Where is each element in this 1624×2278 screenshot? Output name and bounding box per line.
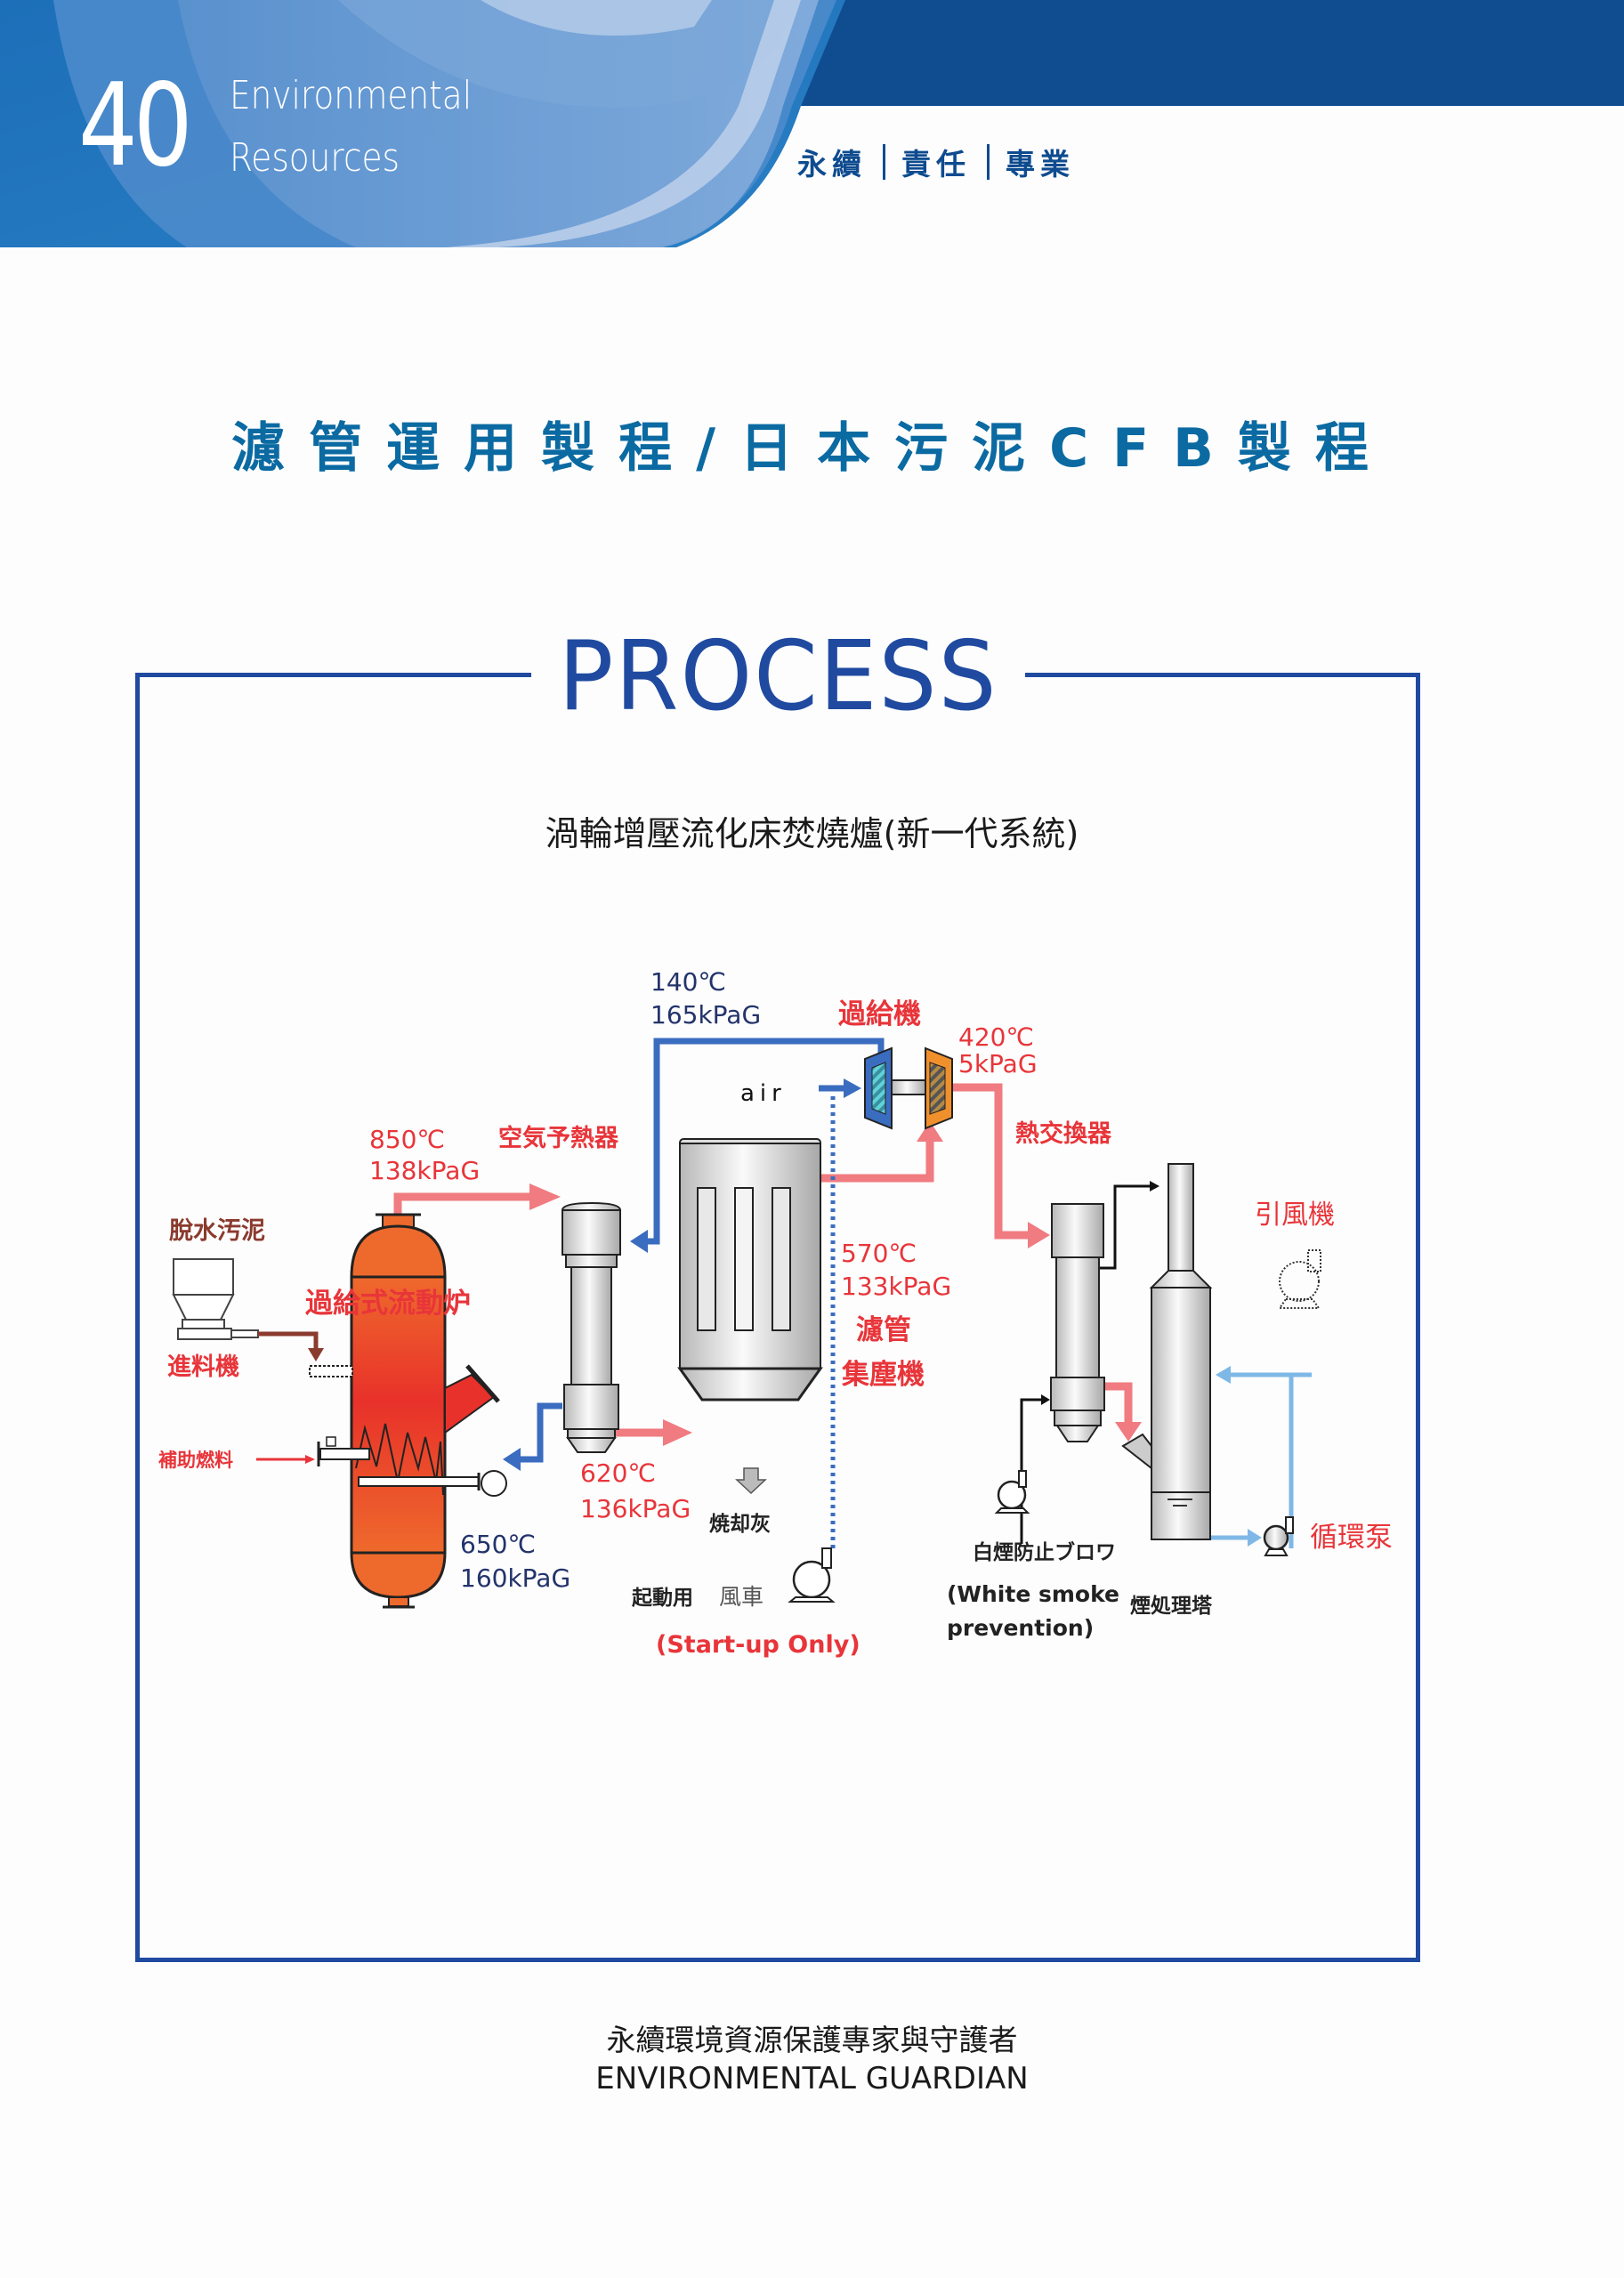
- flow-compressor-to-preheater: [630, 1038, 885, 1253]
- label-circulation-pump: 循環泵: [1310, 1522, 1393, 1554]
- flow-circulation-water: [1210, 1366, 1312, 1548]
- flow-air-inlet: [819, 1078, 861, 1098]
- filter-tube-collector: [677, 1138, 823, 1495]
- label-white-smoke-en-2: prevention): [947, 1615, 1094, 1641]
- slogan-responsibility: 責任: [901, 147, 971, 182]
- aux-fuel-arrow: [256, 1455, 315, 1464]
- cond-furnace-out-temp: 850℃: [369, 1125, 445, 1154]
- flow-filter-to-turbine: [820, 1121, 943, 1183]
- header-dark-band: [774, 0, 1624, 106]
- label-filter-collector-2: 集塵機: [841, 1359, 925, 1391]
- label-ash: 焼却灰: [709, 1512, 771, 1536]
- label-air-preheater: 空気予熱器: [498, 1124, 619, 1152]
- ash-down-arrow-icon: [735, 1467, 767, 1495]
- cond-furnace-out-press: 138kPaG: [369, 1156, 480, 1185]
- cond-filter-out-temp: 570℃: [841, 1239, 917, 1268]
- label-white-smoke-en-1: (White smoke: [947, 1581, 1119, 1607]
- cond-filter-out-press: 133kPaG: [841, 1272, 951, 1301]
- label-white-smoke-blower: 白煙防止ブロワ: [973, 1540, 1116, 1564]
- sludge-feeder: [172, 1258, 324, 1361]
- footer-tagline-cn: 永續環境資源保護專家與守護者: [606, 2023, 1018, 2057]
- circulation-pump-icon: [1263, 1516, 1294, 1556]
- process-flow-diagram: 脫水汚泥 進料機 補助燃料 過給式流動炉 空気予熱器 過給機 air 熱交換器 …: [158, 967, 1393, 1659]
- white-smoke-blower-icon: [994, 1470, 1030, 1514]
- process-frame: [135, 675, 1420, 1962]
- label-aux-fuel: 補助燃料: [158, 1450, 233, 1471]
- cond-turbine-out-temp: 420℃: [958, 1022, 1034, 1052]
- label-filter-collector-1: 濾管: [856, 1314, 911, 1346]
- slogan-professional: 專業: [1006, 147, 1075, 182]
- cond-preheater-air-temp: 140℃: [650, 967, 726, 997]
- header-wave-graphic: [0, 0, 1624, 247]
- page-header: 40 Environmental Resources 永續 責任 專業: [0, 0, 1624, 249]
- flow-heat-exchanger-to-scrubber: [1095, 1382, 1142, 1442]
- air-preheater: [561, 1201, 622, 1453]
- heat-exchanger: [1050, 1203, 1105, 1442]
- label-air: air: [740, 1080, 787, 1107]
- flow-preheater-to-filter: [610, 1419, 692, 1446]
- cond-preheater-gas-temp: 620℃: [580, 1458, 656, 1488]
- footer-tagline-en: ENVIRONMENTAL GUARDIAN: [595, 2061, 1029, 2096]
- turbocharger: [864, 1046, 953, 1130]
- cond-preheater-air-press: 165kPaG: [650, 1000, 761, 1030]
- cond-furnace-air-temp: 650℃: [460, 1530, 536, 1559]
- flow-furnace-to-preheater: [393, 1183, 561, 1224]
- label-startup-fan: 起動用: [632, 1587, 693, 1610]
- startup-fan-icon: [788, 1547, 836, 1603]
- cond-turbine-out-press: 5kPaG: [958, 1049, 1038, 1078]
- page-number: 40: [78, 60, 193, 192]
- slogan-divider: [987, 144, 990, 180]
- label-induced-fan: 引風機: [1255, 1200, 1335, 1231]
- label-startup-only: (Start-up Only): [656, 1631, 860, 1659]
- frame-top-rule-right: [1025, 673, 1420, 677]
- label-scrubber: 煙処理塔: [1130, 1594, 1213, 1618]
- diagram-title: 渦輪增壓流化床焚燒爐(新一代系統): [545, 814, 1079, 853]
- label-dewatered-sludge: 脫水汚泥: [169, 1217, 265, 1245]
- induced-fan-icon: [1278, 1249, 1321, 1309]
- label-feeder: 進料機: [167, 1353, 239, 1381]
- furnace-vessel: [309, 1213, 507, 1609]
- label-turbocharger: 過給機: [838, 998, 921, 1030]
- slogan-sustainability: 永續: [797, 147, 867, 182]
- section-label-resources: Resources: [230, 135, 400, 181]
- slogan-divider: [883, 144, 885, 180]
- cond-preheater-gas-press: 136kPaG: [580, 1494, 691, 1523]
- label-startup-fan-2: 風車: [719, 1584, 764, 1610]
- slogan: 永續 責任 專業: [797, 141, 1075, 183]
- label-heat-exchanger: 熱交換器: [1015, 1119, 1112, 1148]
- frame-top-rule-left: [135, 673, 531, 677]
- section-label-environmental: Environmental: [230, 73, 473, 118]
- flow-preheater-to-furnace-air: [503, 1402, 562, 1471]
- label-furnace: 過給式流動炉: [305, 1288, 471, 1320]
- page-title: 濾管運用製程/日本污泥CFB製程: [231, 417, 1393, 480]
- process-heading: PROCESS: [558, 621, 998, 732]
- cond-furnace-air-press: 160kPaG: [460, 1563, 570, 1593]
- flow-turbine-to-heat-exchanger: [943, 1083, 1050, 1248]
- scrubber-tower: [1121, 1163, 1213, 1540]
